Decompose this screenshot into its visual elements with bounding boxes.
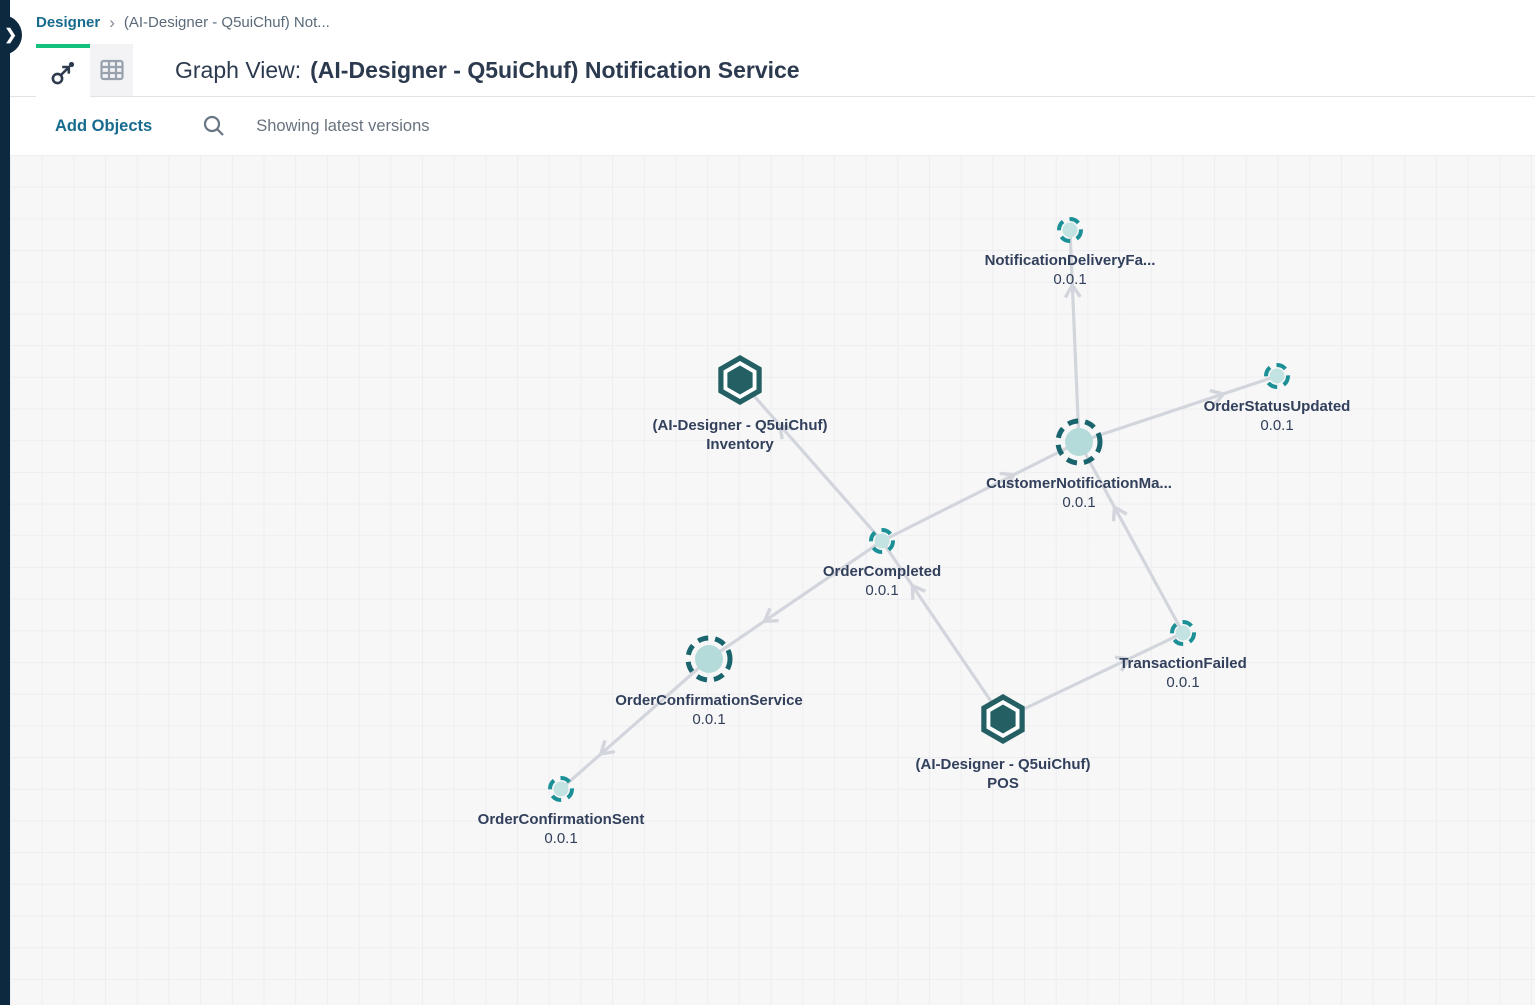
graph-node-pos[interactable]: [981, 694, 1025, 744]
graph-node-label-pos[interactable]: (AI-Designer - Q5uiChuf)POS: [915, 756, 1091, 792]
header: Designer › (AI-Designer - Q5uiChuf) Not.…: [10, 0, 1535, 155]
graph-edge-order-completed-to-customer-notification-ma: [881, 440, 1080, 543]
tab-table-view[interactable]: [90, 44, 133, 96]
collapsed-sidebar: [0, 0, 10, 1005]
edge-arrow-icon: [999, 471, 1017, 488]
graph-node-inventory[interactable]: [718, 355, 762, 405]
graph-edge-pos-to-transaction-failed: [1002, 631, 1184, 721]
search-icon: [202, 114, 226, 138]
breadcrumb-separator-icon: ›: [109, 12, 115, 32]
graph-view-icon: [50, 60, 76, 86]
graph-node-label-customer-notification-ma[interactable]: CustomerNotificationMa...0.0.1: [986, 475, 1172, 511]
graph-node-notification-delivery-fa[interactable]: [1057, 217, 1083, 243]
graph-node-order-confirmation-sent[interactable]: [548, 776, 574, 802]
breadcrumb-designer-link[interactable]: Designer: [36, 13, 101, 31]
graph-edge-order-completed-to-order-confirmation-service: [708, 539, 883, 661]
breadcrumb: Designer › (AI-Designer - Q5uiChuf) Not.…: [10, 0, 1535, 44]
graph-edge-pos-to-order-completed: [880, 540, 1005, 720]
graph-edge-transaction-failed-to-customer-notification-ma: [1077, 441, 1185, 634]
graph-edge-customer-notification-ma-to-notification-delivery-fa: [1068, 229, 1081, 443]
edge-arrow-icon: [910, 582, 927, 600]
edge-arrow-icon: [777, 422, 794, 440]
graph-edge-customer-notification-ma-to-order-status-updated: [1078, 374, 1278, 444]
edge-arrow-icon: [1114, 655, 1132, 672]
edge-arrow-icon: [598, 739, 616, 757]
chevron-right-icon: ❯: [4, 26, 17, 44]
graph-toolbar: Add Objects Showing latest versions: [10, 97, 1535, 155]
edge-arrow-icon: [1111, 504, 1128, 522]
breadcrumb-current-page: (AI-Designer - Q5uiChuf) Not...: [123, 13, 330, 31]
edge-arrow-icon: [1209, 388, 1227, 406]
search-button[interactable]: [202, 114, 226, 138]
graph-node-order-completed[interactable]: [869, 528, 895, 554]
graph-edge-order-confirmation-service-to-order-confirmation-sent: [559, 657, 711, 791]
graph-node-label-notification-delivery-fa[interactable]: NotificationDeliveryFa...0.0.1: [984, 252, 1156, 288]
graph-node-transaction-failed[interactable]: [1170, 620, 1196, 646]
add-objects-button[interactable]: Add Objects: [55, 116, 153, 135]
graph-node-order-status-updated[interactable]: [1264, 363, 1290, 389]
graph-svg: [548, 217, 1290, 802]
page-title: Graph View: (AI-Designer - Q5uiChuf) Not…: [175, 44, 800, 96]
table-view-icon: [99, 59, 124, 81]
page-title-object-name: (AI-Designer - Q5uiChuf) Notification Se…: [310, 56, 800, 83]
tab-graph-view[interactable]: [36, 44, 90, 97]
edge-arrow-icon: [761, 607, 779, 624]
view-tabs: Graph View: (AI-Designer - Q5uiChuf) Not…: [10, 44, 1535, 97]
graph-node-order-confirmation-service[interactable]: [685, 635, 733, 683]
page-title-prefix: Graph View:: [175, 56, 302, 83]
sidebar-expand-button[interactable]: ❯: [0, 15, 22, 55]
edge-arrow-icon: [1063, 281, 1082, 299]
graph-edge-order-completed-to-inventory: [738, 378, 884, 543]
graph-node-customer-notification-ma[interactable]: [1055, 418, 1103, 466]
versions-status-text: Showing latest versions: [256, 116, 430, 135]
graph-node-label-inventory[interactable]: (AI-Designer - Q5uiChuf)Inventory: [652, 417, 828, 453]
